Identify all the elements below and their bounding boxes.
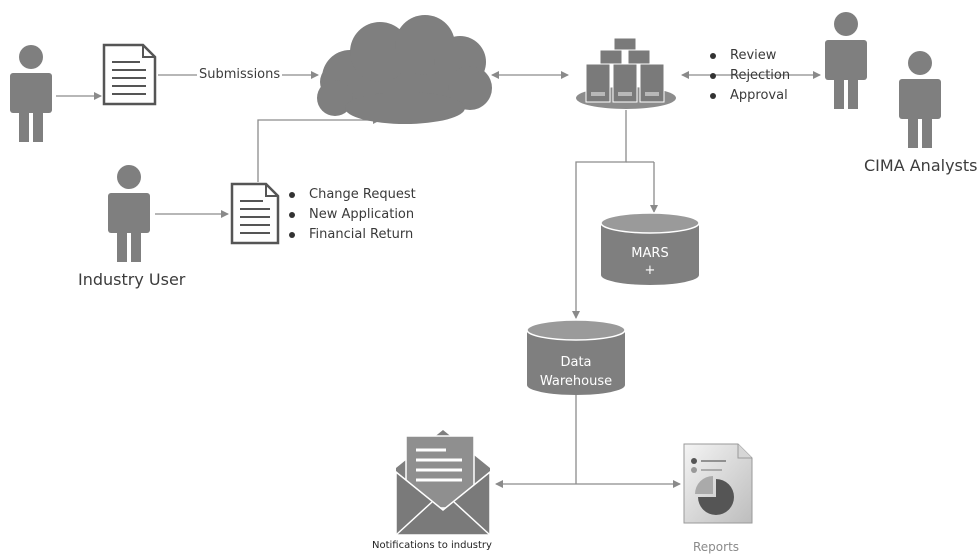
person-icon-industry-user — [108, 165, 150, 262]
connectors — [56, 71, 821, 488]
industry-document-item: New Application — [287, 205, 416, 225]
mars-label-line1: MARS — [631, 246, 669, 261]
analyst-action-item: Approval — [708, 86, 790, 106]
industry-document-item: Change Request — [287, 185, 416, 205]
person-icon-submitter — [10, 45, 52, 142]
cloud-icon — [317, 15, 492, 124]
industry-user-label: Industry User — [78, 270, 186, 289]
server-cluster-icon — [576, 37, 676, 109]
person-icon-analyst-2 — [899, 51, 941, 148]
document-icon-submissions — [102, 43, 157, 106]
connector-doc2-cloud — [257, 116, 381, 182]
mars-database-icon — [600, 212, 700, 285]
mars-label-line2: + — [644, 263, 656, 278]
warehouse-label-line1: Data — [560, 355, 592, 370]
industry-documents-list: Change Request New Application Financial… — [287, 185, 416, 245]
envelope-icon — [395, 430, 491, 536]
mars-label: MARS + — [601, 245, 699, 279]
data-warehouse-icon — [526, 319, 626, 395]
data-warehouse-label: Data Warehouse — [527, 353, 625, 391]
analyst-actions-list: Review Rejection Approval — [708, 46, 790, 106]
analyst-action-item: Rejection — [708, 66, 790, 86]
connector-server-storage — [572, 110, 627, 319]
report-document-icon — [683, 443, 753, 524]
warehouse-label-line2: Warehouse — [539, 374, 613, 389]
cima-analysts-label: CIMA Analysts — [864, 156, 978, 175]
submissions-label: Submissions — [197, 67, 283, 82]
reports-label: Reports — [693, 540, 740, 554]
notifications-label: Notifications to industry — [372, 540, 492, 551]
document-icon-industry — [230, 182, 280, 245]
industry-document-item: Financial Return — [287, 225, 416, 245]
analyst-action-item: Review — [708, 46, 790, 66]
person-icon-analyst-1 — [825, 12, 867, 109]
